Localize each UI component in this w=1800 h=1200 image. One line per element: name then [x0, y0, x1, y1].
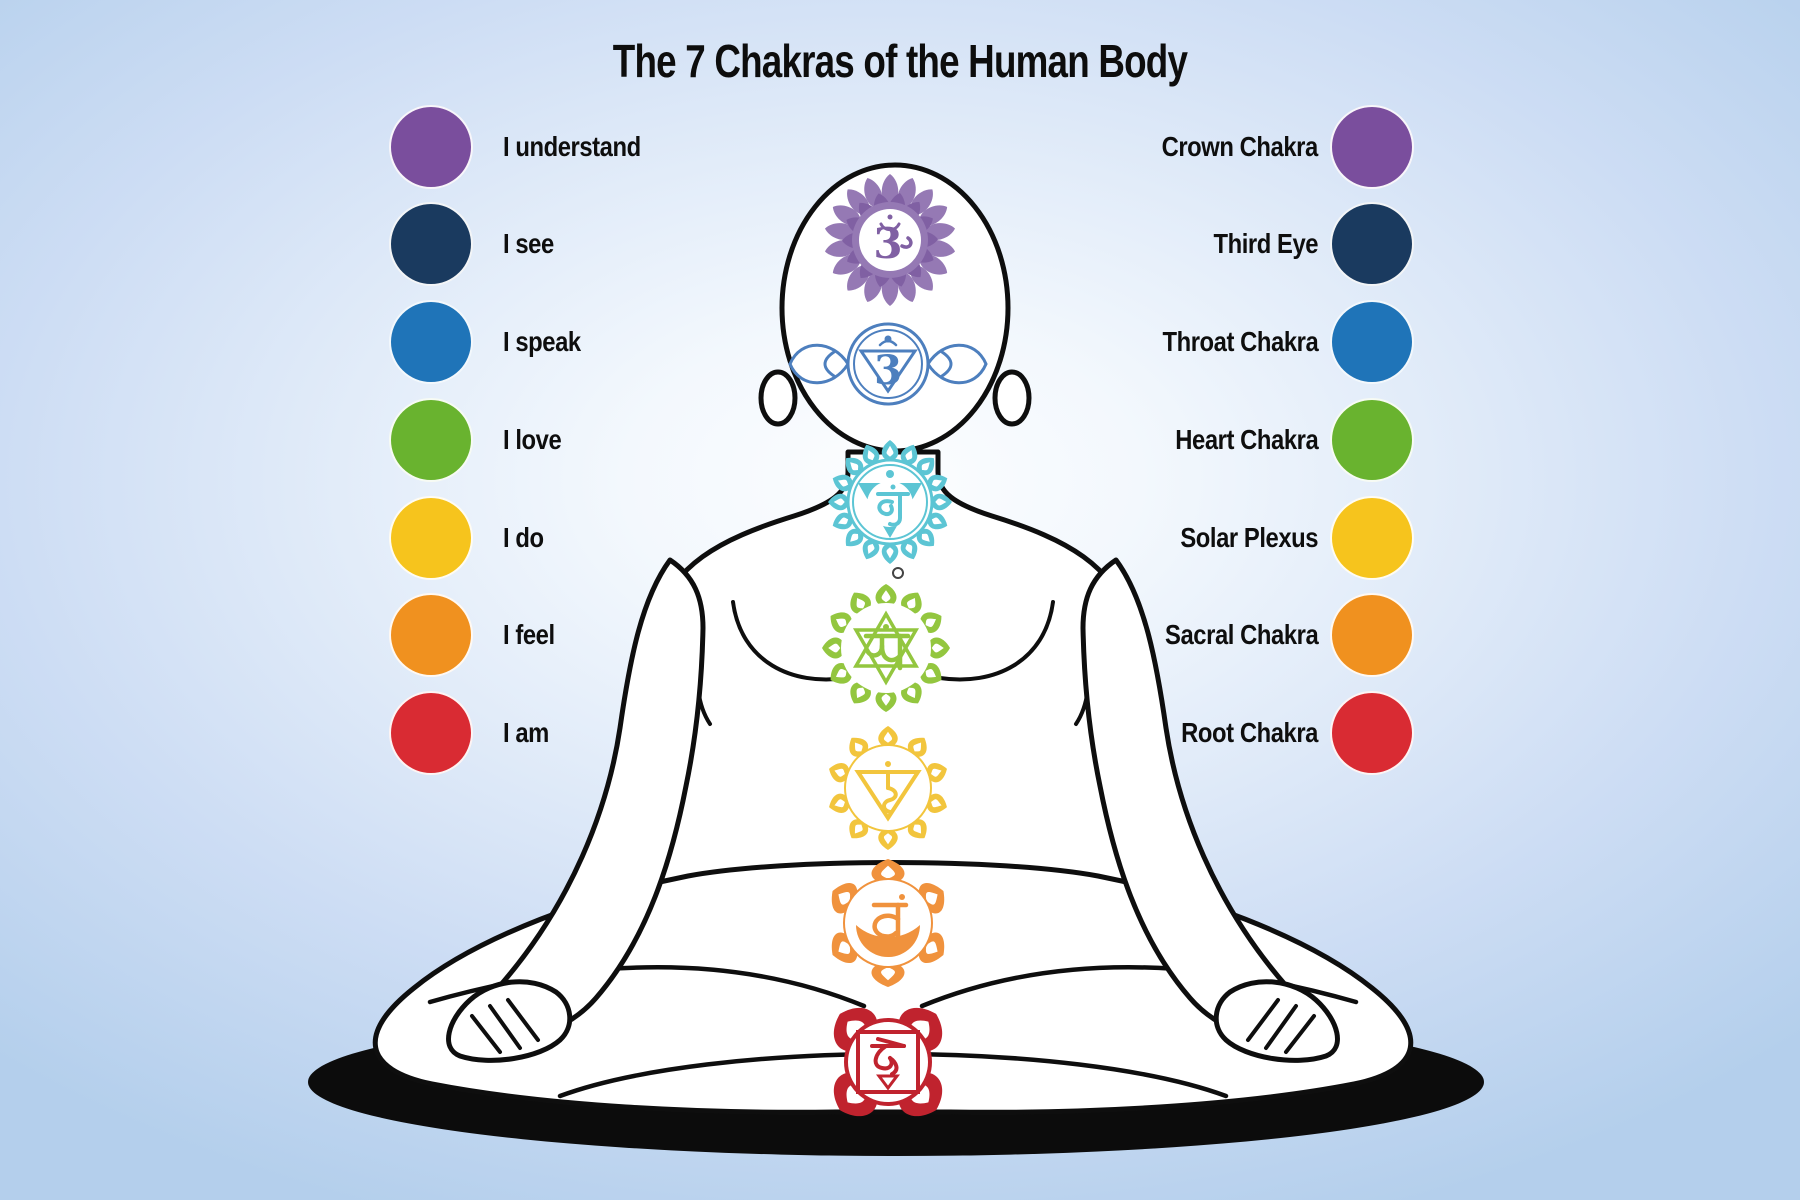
solar-plexus-symbol — [829, 726, 947, 850]
heart-affirmation-label: I love — [503, 424, 562, 455]
left-hand-fingers — [470, 998, 540, 1054]
third-eye-name-label: Third Eye — [1213, 228, 1318, 259]
crown-name-label: Crown Chakra — [1161, 131, 1319, 162]
root-name-dot — [1330, 691, 1414, 775]
chakra-symbols-layer: 33 — [788, 174, 988, 1116]
svg-text:3: 3 — [873, 219, 902, 268]
crown-affirmation-label: I understand — [503, 131, 641, 162]
throat-name-dot — [1330, 300, 1414, 384]
sacral-symbol — [831, 859, 945, 987]
left-ear — [758, 369, 798, 427]
throat-affirmation-label: I speak — [503, 326, 581, 357]
crown-affirmation-dot — [389, 105, 473, 189]
sacral-name-label: Sacral Chakra — [1164, 619, 1319, 650]
throat-name-label: Throat Chakra — [1162, 326, 1318, 357]
sacral-name-dot — [1330, 593, 1414, 677]
page-title: The 7 Chakras of the Human Body — [612, 35, 1188, 87]
solar-plexus-affirmation-dot — [389, 496, 473, 580]
svg-text:3: 3 — [874, 347, 902, 394]
root-affirmation-label: I am — [503, 717, 549, 748]
crown-symbol: 3 — [825, 174, 955, 306]
root-affirmation-dot — [389, 691, 473, 775]
throat-affirmation-dot — [389, 300, 473, 384]
sacral-affirmation-dot — [389, 593, 473, 677]
third-eye-affirmation-dot — [389, 202, 473, 286]
solar-plexus-name-dot — [1330, 496, 1414, 580]
heart-name-dot — [1330, 398, 1414, 482]
crown-name-dot — [1330, 105, 1414, 189]
solar-plexus-name-label: Solar Plexus — [1180, 522, 1318, 553]
sacral-affirmation-label: I feel — [503, 619, 555, 650]
third-eye-name-dot — [1330, 202, 1414, 286]
root-symbol — [834, 1008, 942, 1116]
heart-name-label: Heart Chakra — [1174, 424, 1318, 455]
small-o-marker — [892, 567, 904, 579]
throat-symbol — [828, 440, 952, 564]
heart-symbol — [822, 584, 950, 712]
root-name-label: Root Chakra — [1181, 717, 1318, 748]
heart-affirmation-dot — [389, 398, 473, 482]
right-hand-fingers — [1246, 998, 1316, 1054]
third-eye-symbol: 3 — [788, 322, 988, 406]
third-eye-affirmation-label: I see — [503, 228, 554, 259]
right-ear — [992, 369, 1032, 427]
solar-plexus-affirmation-label: I do — [503, 522, 544, 553]
